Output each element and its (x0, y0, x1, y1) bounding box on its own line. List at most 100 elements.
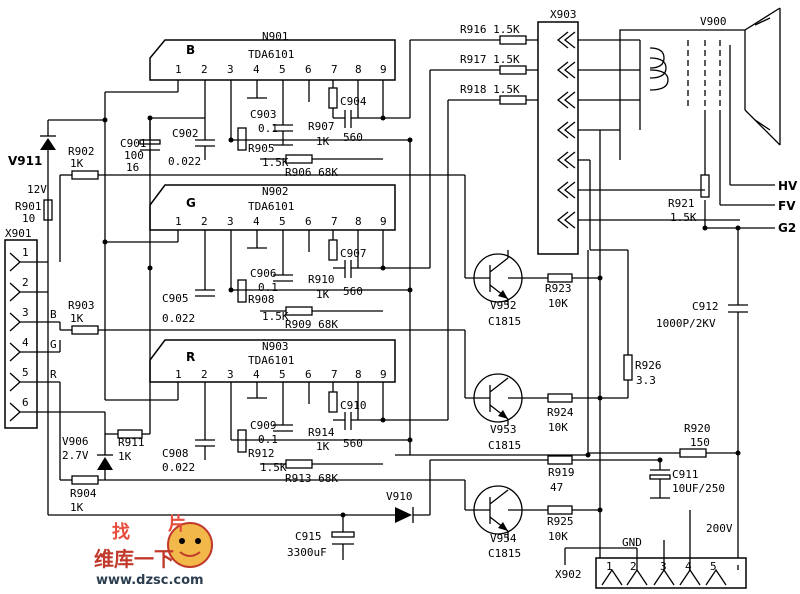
c908-val: 0.022 (162, 461, 195, 474)
c902-val: 0.022 (168, 155, 201, 168)
c912-val: 1000P/2KV (656, 317, 716, 330)
supply-rails (47, 91, 589, 516)
v906-ref: V906 (62, 435, 89, 448)
resistor-r926 (623, 354, 633, 381)
watermark-char-2: 片 (168, 513, 186, 535)
r925-val: 10K (548, 530, 568, 543)
svg-text:7: 7 (331, 215, 338, 228)
r901-val: 10 (22, 212, 35, 225)
x903-ref: X903 (550, 8, 577, 21)
x902-pin-1: 1 (606, 560, 613, 573)
r918-label: R918 1.5K (460, 83, 520, 96)
r921-ref: R921 (668, 197, 695, 210)
r923-val: 10K (548, 297, 568, 310)
transistor-v953 (464, 330, 523, 425)
r914-val: 1K (316, 440, 330, 453)
x902-pin-4: 4 (685, 560, 692, 573)
resistor-r912 (237, 429, 247, 453)
c911-ref: C911 (672, 468, 699, 481)
r902-ref: R902 (68, 145, 95, 158)
r910-ref: R910 (308, 273, 335, 286)
v12-label: 12V (27, 183, 47, 196)
capacitor-c903 (273, 108, 293, 146)
svg-text:9: 9 (380, 368, 387, 381)
n903-pins: 1 2 3 4 5 6 7 8 9 (175, 368, 387, 381)
c903-val: 0.1 (258, 122, 278, 135)
resistor-r921 (700, 174, 710, 198)
crt-v900 (619, 7, 781, 229)
ic-n901 (149, 39, 396, 81)
c906-val: 0.1 (258, 281, 278, 294)
svg-text:6: 6 (305, 368, 312, 381)
transistor-v954 (464, 480, 523, 540)
c909-val: 0.1 (258, 433, 278, 446)
v911-ref: V911 (8, 154, 42, 168)
resistor-r909 (285, 306, 313, 316)
c907-val: 560 (343, 285, 363, 298)
resistor-r914 (328, 391, 338, 413)
c911-val: 10UF/250 (672, 482, 725, 495)
resistor-r919 (547, 455, 573, 465)
r926-ref: R926 (635, 359, 662, 372)
n902-pins: 1 2 3 4 5 6 7 8 9 (175, 215, 387, 228)
n902-ref: N902 (262, 185, 289, 198)
svg-text:9: 9 (380, 63, 387, 76)
r901-ref: R901 (15, 200, 42, 213)
svg-text:6: 6 (305, 63, 312, 76)
svg-text:8: 8 (355, 368, 362, 381)
capacitor-c915 (331, 515, 355, 560)
x901-pin-5: 5 (22, 366, 29, 379)
crt-g2-label: G2 (778, 221, 796, 235)
n901-part: TDA6101 (248, 48, 294, 61)
r913-label: R913 68K (285, 472, 338, 485)
x901-pin-3: 3 (22, 306, 29, 319)
resistor-r907 (328, 87, 338, 109)
x901-pin-6: 6 (22, 396, 29, 409)
x902-pin-2: 2 (630, 560, 637, 573)
x901-tag-r: R (50, 368, 57, 381)
r903-val: 1K (70, 312, 84, 325)
c901-ref: C901 (120, 137, 147, 150)
svg-text:5: 5 (279, 215, 286, 228)
capacitor-c906 (273, 258, 293, 282)
resistor-r904 (71, 475, 99, 485)
x902-pin-5: 5 (710, 560, 717, 573)
r910-val: 1K (316, 288, 330, 301)
v910-ref: V910 (386, 490, 413, 503)
c901-val1: 100 (124, 149, 144, 162)
crt-hv-label: HV (778, 179, 798, 193)
svg-text:3: 3 (227, 215, 234, 228)
svg-text:4: 4 (253, 63, 260, 76)
c903-ref: C903 (250, 108, 277, 121)
c905-ref: C905 (162, 292, 189, 305)
v200-label: 200V (706, 522, 733, 535)
v953-ref: V953 (490, 423, 517, 436)
capacitor-c907 (333, 260, 383, 278)
resistor-r920 (679, 448, 707, 458)
svg-text:6: 6 (305, 215, 312, 228)
capacitor-c904 (333, 110, 383, 128)
r904-ref: R904 (70, 487, 97, 500)
resistor-r924 (547, 393, 573, 403)
r906-label: R906 68K (285, 166, 338, 179)
diode-v911 (40, 120, 56, 160)
r908-ref: R908 (248, 293, 275, 306)
c909-ref: C909 (250, 419, 277, 432)
svg-text:2: 2 (201, 215, 208, 228)
r908-val: 1.5K (262, 310, 289, 323)
svg-text:4: 4 (253, 215, 260, 228)
resistor-r902 (71, 170, 99, 180)
capacitor-c910 (333, 412, 383, 430)
c904-ref: C904 (340, 95, 367, 108)
r911-ref: R911 (118, 436, 145, 449)
x902-ref: X902 (555, 568, 582, 581)
r919-ref: R919 (548, 466, 575, 479)
c901-val2: 16 (126, 161, 139, 174)
svg-text:3: 3 (227, 63, 234, 76)
r912-val: 1.5K (260, 461, 287, 474)
watermark-char-1: 找 (112, 521, 130, 543)
svg-text:2: 2 (201, 63, 208, 76)
svg-text:7: 7 (331, 63, 338, 76)
v906-val: 2.7V (62, 449, 89, 462)
